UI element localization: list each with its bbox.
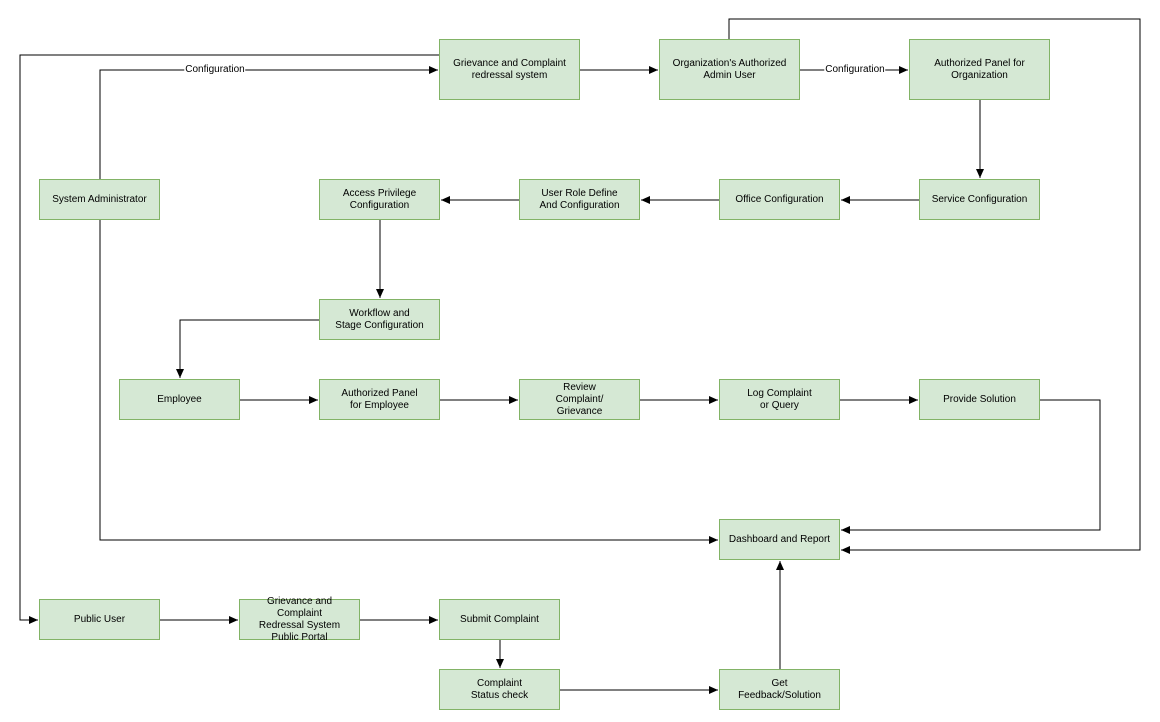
node-grievance-system[interactable]: Grievance and Complaint redressal system [439,39,580,100]
node-auth-panel-org[interactable]: Authorized Panel for Organization [909,39,1050,100]
node-public-user[interactable]: Public User [39,599,160,640]
edge-sysadmin-to-dashboard [99,220,718,544]
node-public-portal[interactable]: Grievance and Complaint Redressal System… [239,596,360,643]
node-auth-panel-employee[interactable]: Authorized Panel for Employee [319,379,440,420]
node-dashboard[interactable]: Dashboard and Report [719,519,840,560]
node-log-complaint[interactable]: Log Complaint or Query [719,379,840,420]
node-provide-solution[interactable]: Provide Solution [919,379,1040,420]
node-status-check[interactable]: Complaint Status check [439,669,560,710]
node-submit-complaint[interactable]: Submit Complaint [439,599,560,640]
node-office-config[interactable]: Office Configuration [719,179,840,220]
node-feedback[interactable]: Get Feedback/Solution [719,669,840,710]
node-review[interactable]: Review Complaint/ Grievance [519,379,640,420]
node-user-role[interactable]: User Role Define And Configuration [519,179,640,220]
edge-sysadmin-to-grievance-system [99,66,438,179]
edge-label-orgadmin-configuration: Configuration [824,64,886,76]
node-service-config[interactable]: Service Configuration [919,179,1040,220]
edge-grievance-system-to-public-user [19,54,439,624]
edge-provide-solution-to-dashboard [841,399,1101,534]
node-workflow[interactable]: Workflow and Stage Configuration [319,299,440,340]
edge-label-sysadmin-configuration: Configuration [184,64,246,76]
node-access-privilege[interactable]: Access Privilege Configuration [319,179,440,220]
node-system-administrator[interactable]: System Administrator [39,179,160,220]
node-employee[interactable]: Employee [119,379,240,420]
node-org-admin[interactable]: Organization's Authorized Admin User [659,39,800,100]
edge-workflow-to-employee [176,319,319,378]
edge-org-admin-to-dashboard [728,18,1141,554]
